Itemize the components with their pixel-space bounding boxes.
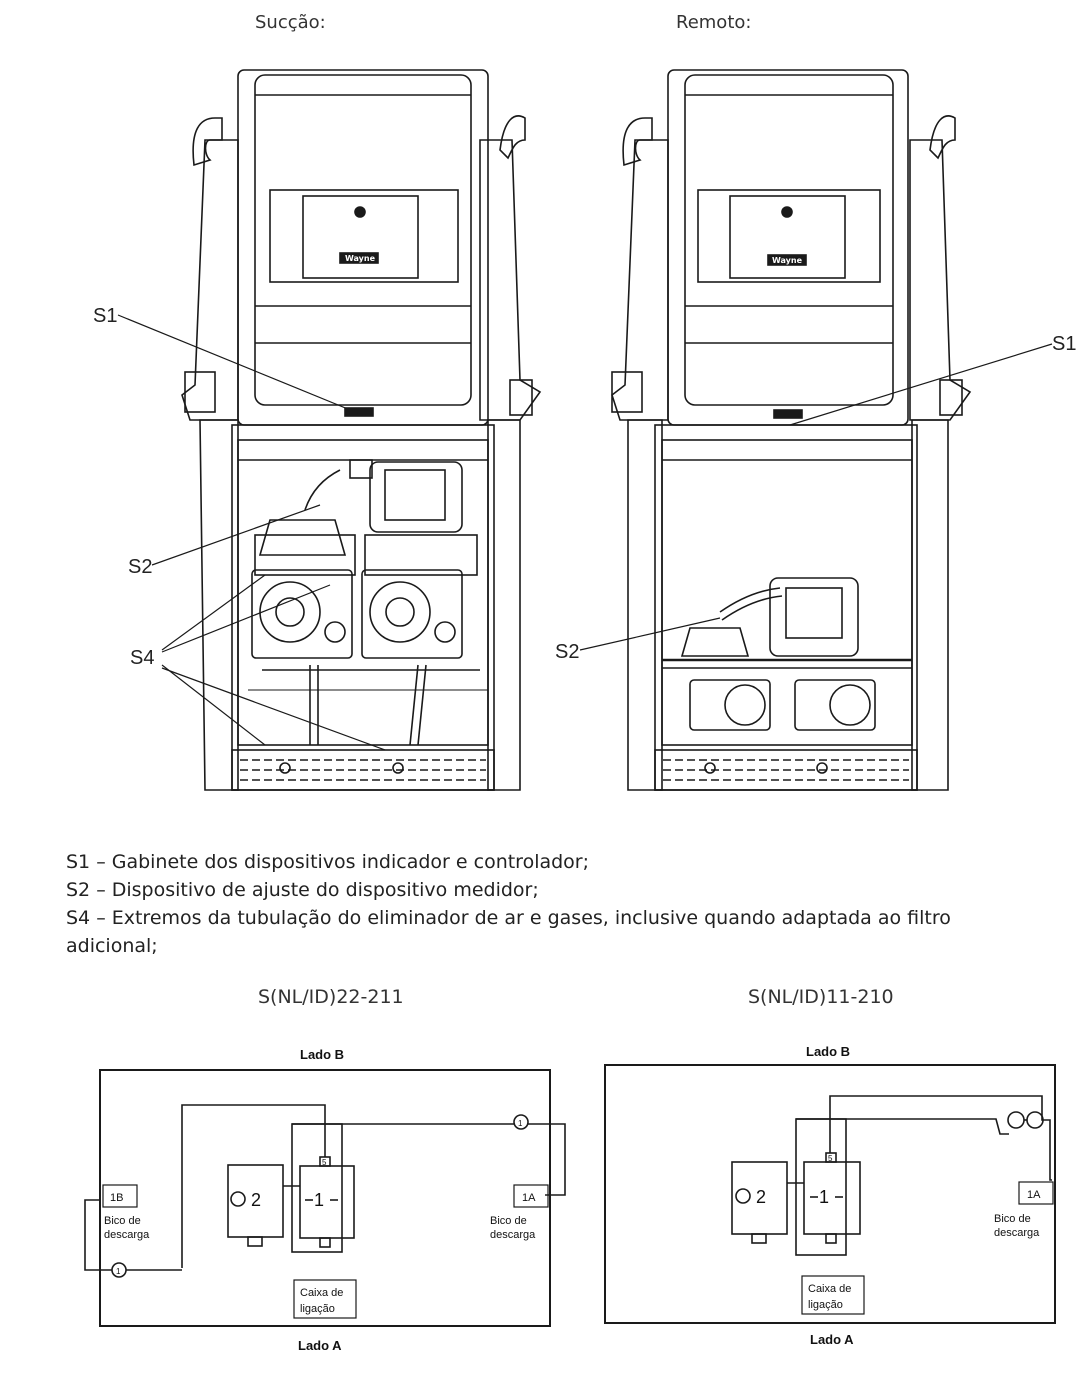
motor-icon-left — [230, 1191, 246, 1207]
lado-b-right: Lado B — [806, 1044, 850, 1059]
diagram-left: Lado B Lado A 2 1 5 1 1 1B Bico de desca… — [84, 1047, 566, 1353]
node-label-left-top: 1 — [518, 1119, 523, 1128]
nozzle-label-left-1: Bico de — [104, 1215, 141, 1227]
legend-item-s1: S1 – Gabinete dos dispositivos indicador… — [66, 851, 590, 873]
brand-plate-left: Wayne — [344, 254, 376, 263]
motor-label-right: 2 — [756, 1187, 766, 1207]
lado-b-left: Lado B — [300, 1047, 344, 1062]
meter-port-top-right: 5 — [828, 1154, 833, 1163]
caption-succao: Sucção: — [255, 12, 326, 33]
legend-item-s2: S2 – Dispositivo de ajuste do dispositiv… — [66, 879, 539, 901]
motor-label-left: 2 — [251, 1190, 261, 1210]
diagram-right: Lado B Lado A 2 1 5 1A Bico de descarga … — [604, 1044, 1056, 1347]
dispenser-remoto: S1 S2 — [555, 69, 1076, 791]
nozzle-tag-1b: 1B — [110, 1192, 123, 1204]
caption-remoto: Remoto: — [676, 12, 752, 33]
junction-box-left-1: Caixa de — [300, 1287, 343, 1299]
node-label-left-bottom: 1 — [116, 1267, 121, 1276]
motor-icon-right — [735, 1188, 751, 1204]
dispenser-succao: S1 S2 S4 — [93, 69, 542, 791]
junction-box-right-1: Caixa de — [808, 1283, 851, 1295]
callout-s4: S4 — [130, 647, 154, 669]
nozzle-label-right-3: Bico de — [994, 1213, 1031, 1225]
nozzle-label-right-4: descarga — [994, 1227, 1040, 1239]
callout-s2-left: S2 — [128, 556, 152, 578]
dispenser-drawings: S1 S2 S4 — [93, 69, 1076, 791]
lado-a-right: Lado A — [810, 1332, 854, 1347]
junction-box-left-2: ligação — [300, 1303, 335, 1315]
junction-box-right-2: ligação — [808, 1299, 843, 1311]
nozzle-tag-1a-left: 1A — [522, 1192, 536, 1204]
legend-item-s4: S4 – Extremos da tubulação do eliminador… — [66, 907, 951, 957]
nozzle-label-right-2: descarga — [490, 1229, 536, 1241]
diagram-title-right: S(NL/ID)11-210 — [748, 986, 894, 1008]
meter-port-top-left: 5 — [322, 1158, 327, 1167]
meter-label-right: 1 — [819, 1187, 829, 1207]
callout-s2-right: S2 — [555, 641, 579, 663]
nozzle-tag-1a-right: 1A — [1027, 1189, 1041, 1201]
wiring-diagrams: Lado B Lado A 2 1 5 1 1 1B Bico de desca… — [84, 1044, 1056, 1353]
lado-a-left: Lado A — [298, 1338, 342, 1353]
meter-label-left: 1 — [314, 1190, 324, 1210]
callout-s1-left: S1 — [93, 305, 117, 327]
nozzle-label-right-1: Bico de — [490, 1215, 527, 1227]
brand-plate-right: Wayne — [771, 256, 803, 265]
legend: S1 – Gabinete dos dispositivos indicador… — [66, 848, 966, 960]
diagram-title-left: S(NL/ID)22-211 — [258, 986, 404, 1008]
nozzle-label-left-2: descarga — [104, 1229, 150, 1241]
callout-s1-right: S1 — [1052, 333, 1076, 355]
